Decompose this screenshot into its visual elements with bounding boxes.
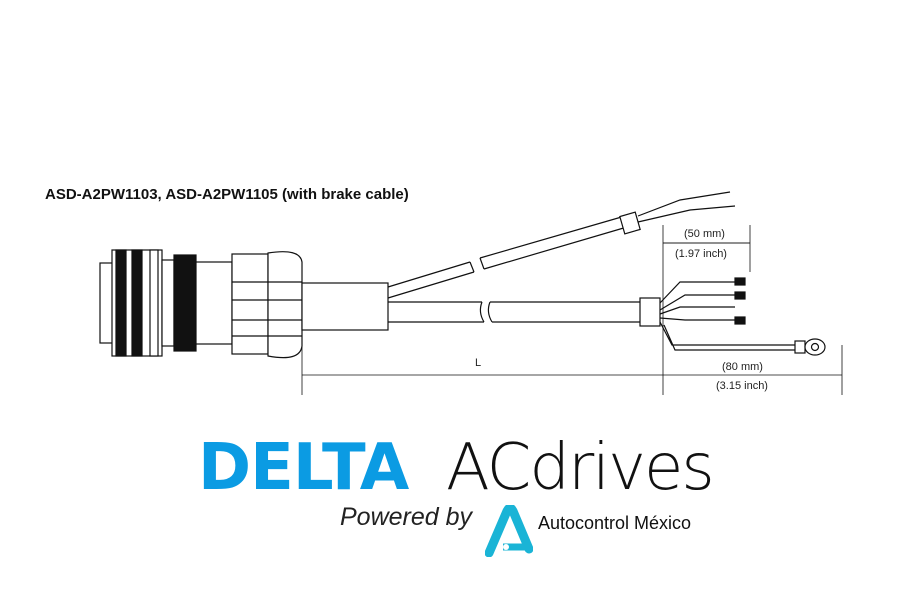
dimension-lines <box>301 225 843 395</box>
dim-80-inch: (3.15 inch) <box>716 380 768 392</box>
acdrives-logo-text: ACdrives <box>446 431 715 505</box>
brake-cable <box>387 191 736 299</box>
connector <box>99 249 389 359</box>
autocontrol-text: Autocontrol México <box>538 513 692 533</box>
power-cable <box>388 277 826 356</box>
dim-80mm: (80 mm) <box>722 361 763 373</box>
dim-50-inch: (1.97 inch) <box>675 248 727 260</box>
autocontrol-logo-icon <box>485 505 533 557</box>
powered-by-text: Powered by <box>340 503 473 531</box>
dim-50mm: (50 mm) <box>684 228 725 240</box>
dim-length-L: L <box>475 357 481 369</box>
diagram-title: ASD-A2PW1103, ASD-A2PW1105 (with brake c… <box>45 186 409 203</box>
delta-logo-text: DELTA <box>198 431 409 505</box>
